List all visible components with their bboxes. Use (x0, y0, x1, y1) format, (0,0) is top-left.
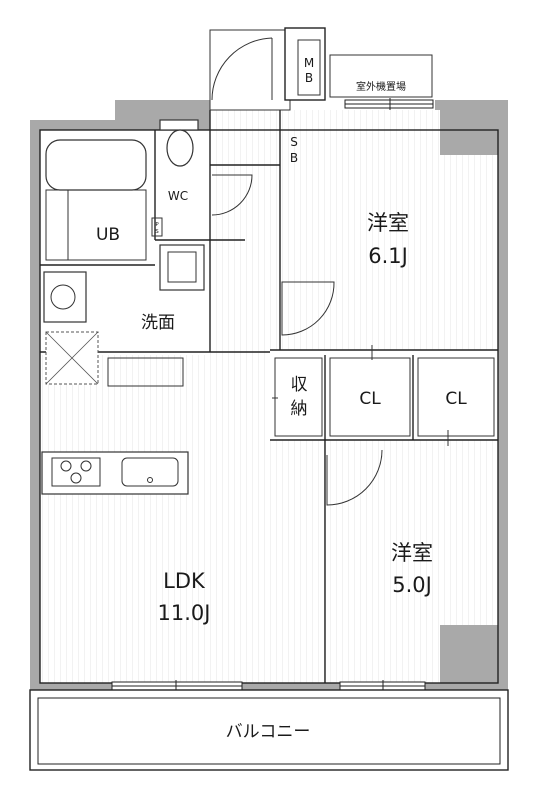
label-mb-m: M (304, 56, 314, 70)
kitchen-counter (41, 451, 189, 495)
unit-bath (45, 139, 147, 261)
room-label-western-top-name: 洋室 (367, 211, 409, 235)
label-sb-s: S (290, 135, 298, 149)
room-label-storage-2: 納 (291, 399, 308, 419)
room-label-washroom: 洗面 (141, 313, 175, 333)
room-label-ub: UB (96, 225, 120, 245)
door-swings (211, 174, 449, 506)
room-label-closet-right: CL (445, 389, 467, 409)
label-ps-s: S (155, 229, 159, 235)
room-labels: 洋室 6.1J 洋室 5.0J LDK 11.0J UB WC 洗面 CL CL… (96, 56, 467, 742)
entrance-area (209, 27, 433, 111)
label-outdoor-unit: 室外機置場 (356, 80, 406, 93)
windows (111, 98, 434, 692)
room-label-wc: WC (168, 189, 188, 203)
room-label-western-bottom-name: 洋室 (391, 541, 433, 565)
interior-floor (40, 110, 498, 683)
room-label-ldk-size: 11.0J (158, 601, 211, 625)
washroom (43, 244, 205, 323)
room-label-ldk-name: LDK (163, 569, 206, 593)
refrigerator-space (45, 331, 184, 387)
balcony (29, 689, 509, 771)
label-ps-p: P (155, 222, 159, 228)
room-label-western-top-size: 6.1J (368, 244, 408, 268)
label-sb-b: B (290, 151, 298, 165)
label-balcony: バルコニー (226, 722, 311, 742)
room-label-western-bottom-size: 5.0J (392, 573, 432, 597)
room-label-storage-1: 収 (291, 375, 308, 395)
label-mb-b: B (305, 71, 313, 85)
walls (39, 110, 499, 684)
toilet-fixture (151, 119, 199, 237)
room-label-closet-left: CL (359, 389, 381, 409)
